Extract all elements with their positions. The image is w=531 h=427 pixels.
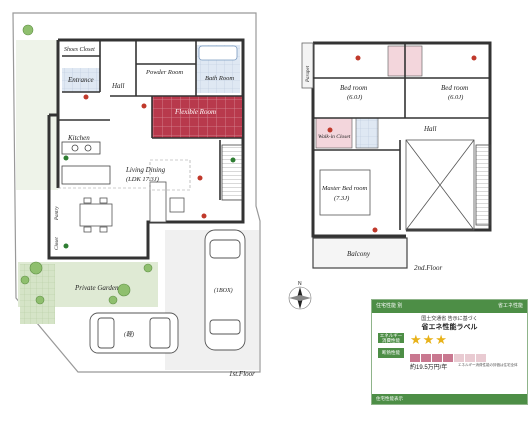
first-floor-interior-walls	[58, 40, 243, 200]
second-floor-markers	[327, 55, 477, 233]
energy-label-footer: 住宅性能表示	[372, 394, 527, 404]
energy-header-right: 省エネ性能	[497, 303, 523, 309]
outlet-markers	[83, 94, 207, 219]
label-bed-room-2: Bed room	[441, 84, 468, 92]
label-bed-room-1: Bed room	[340, 84, 367, 92]
label-parapet: Parapet	[306, 65, 311, 83]
entrance-floor	[62, 68, 100, 92]
energy-label-subtitle: 国土交通省 告示に基づく	[421, 316, 478, 322]
floor1-title: 1st.Floor	[229, 370, 255, 378]
label-kitchen: Kitchen	[67, 134, 90, 142]
energy-note: エネルギー消費性能の評価は住宅全体	[458, 363, 518, 367]
floor2-title: 2nd.Floor	[414, 264, 443, 272]
label-balcony: Balcony	[347, 250, 371, 258]
label-walk-in-closet: Walk-in Closet	[318, 134, 351, 140]
walk-in-closet-floor	[315, 117, 353, 149]
energy-label-header: 住宅性能 別 省エネ性能	[372, 300, 527, 313]
second-floor-stairs	[475, 144, 491, 226]
atrium-void	[405, 139, 475, 231]
dashed-guides	[58, 159, 191, 191]
second-floor-plan	[301, 41, 492, 269]
energy-cost: 約19.5万円/年	[410, 365, 448, 371]
kitchen-counters	[61, 141, 111, 185]
label-pantry: Pantry	[55, 206, 60, 221]
master-bed	[319, 169, 371, 216]
insulation-level-bar	[410, 349, 498, 362]
living-sofa	[149, 181, 185, 223]
energy-footer-text: 住宅性能表示	[376, 396, 403, 401]
label-private-garden: Private Garden	[74, 284, 119, 292]
insulation-row-label: 断熱性能	[378, 348, 404, 358]
label-closet-small: Closet	[55, 237, 60, 250]
label-bed-room-2-size: (6.0J)	[448, 94, 463, 101]
compass-label: N	[298, 281, 302, 287]
balcony-floor	[312, 237, 408, 269]
label-hall-2f: Hall	[423, 125, 437, 133]
label-bath-room: Bath Room	[205, 75, 234, 82]
energy-label-card: 住宅性能 別 省エネ性能 国土交通省 告示に基づく 省エネ性能ラベル エネルギー…	[371, 299, 528, 405]
energy-stars: ★★★	[410, 332, 448, 347]
first-floor-stairs	[221, 144, 243, 201]
label-hall-1f: Hall	[111, 82, 125, 90]
label-car-kei: (軽)	[124, 330, 134, 338]
bathtub	[198, 45, 238, 61]
label-master-bed-room: Master Bed room	[321, 185, 368, 192]
shrub-group	[20, 24, 153, 305]
label-flexible-room: Flexible Room	[174, 108, 216, 116]
label-shoes-closet: Shoes Closet	[64, 47, 95, 53]
energy-row-label: エネルギー消費性能	[378, 333, 404, 343]
energy-label-name: 省エネ性能ラベル	[421, 324, 478, 331]
label-master-bed-room-size: (7.3J)	[334, 195, 349, 202]
flexible-room-floor	[152, 96, 242, 138]
parapet	[301, 42, 314, 89]
label-car-1box: (1BOX)	[214, 287, 233, 294]
label-powder-room: Powder Room	[145, 69, 183, 76]
label-living-dining-size: (LDK 17.3J)	[126, 176, 159, 183]
second-floor-interior-walls	[313, 43, 490, 230]
car-kei	[89, 312, 179, 354]
label-bed-room-1-size: (6.0J)	[347, 94, 362, 101]
label-entrance: Entrance	[67, 76, 94, 84]
energy-header-left: 住宅性能 別	[376, 303, 403, 309]
toilet-room	[355, 117, 379, 149]
dining-table	[79, 197, 113, 233]
first-floor-walls	[47, 38, 245, 260]
first-floor-plan	[12, 12, 261, 373]
compass-icon: N	[288, 281, 312, 310]
green-markers	[63, 155, 236, 249]
label-living-dining: Living Dining	[125, 166, 166, 174]
car-1box	[204, 229, 246, 351]
